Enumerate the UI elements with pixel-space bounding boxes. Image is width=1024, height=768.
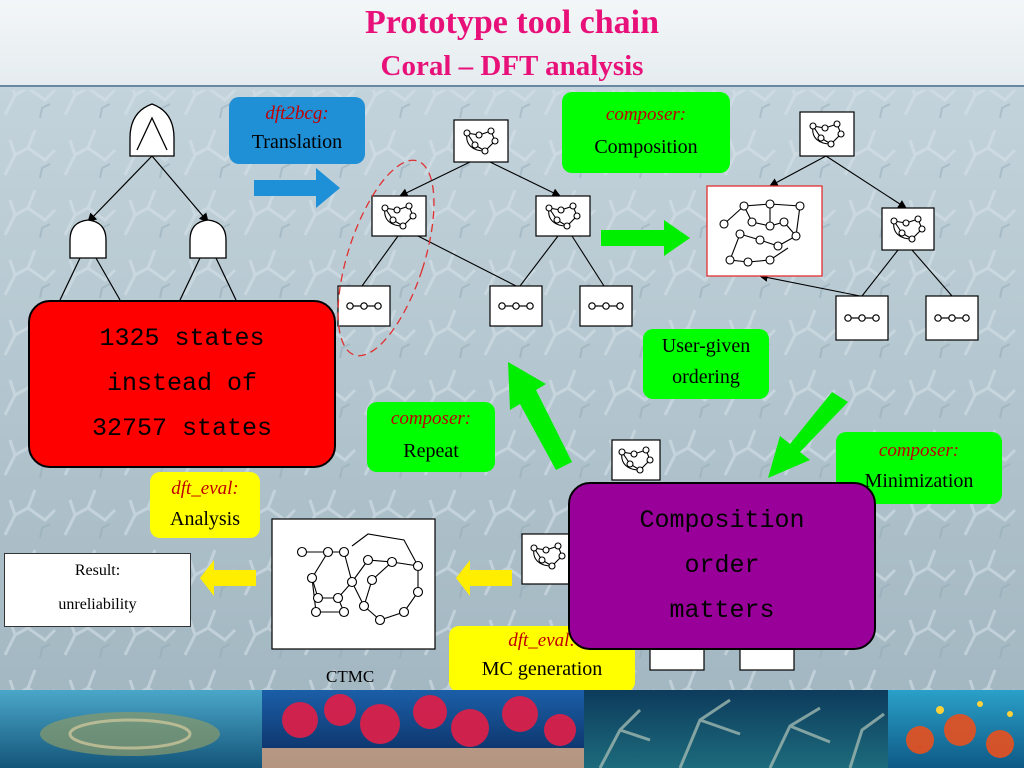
dft2bcg-task: Translation (251, 131, 343, 153)
composer-composition-tool: composer: (605, 104, 687, 125)
green-arrow-right (601, 220, 690, 256)
user-ordering-box: User-given ordering (643, 329, 769, 399)
ctmc-label: CTMC (326, 667, 375, 686)
dft-eval-analysis-box: dft_eval: Analysis (150, 472, 260, 538)
page-title: Prototype tool chain (364, 4, 659, 41)
composer-min-task: Minimization (864, 470, 974, 492)
blue-arrow (254, 168, 340, 208)
translated-tree (337, 119, 633, 357)
callout-red-line-3: 32757 states (91, 414, 273, 443)
fault-tree (59, 103, 237, 301)
dft-eval-analysis-task: Analysis (170, 508, 240, 530)
dft-eval-mc-task: MC generation (481, 658, 603, 680)
composer-repeat-box: composer: Repeat (367, 402, 495, 472)
photo-3 (584, 690, 888, 768)
page-subtitle: Coral – DFT analysis (380, 50, 644, 82)
callout-purple-line-1: Composition (639, 506, 805, 535)
dft2bcg-box: dft2bcg: Translation (229, 97, 365, 164)
composer-repeat-tool: composer: (390, 408, 472, 429)
callout-purple-line-2: order (684, 551, 760, 580)
coral-photo-strip (0, 690, 1024, 768)
minimized-tree (521, 439, 795, 671)
composition-order-callout: Composition order matters (568, 482, 876, 650)
composer-composition-box: composer: Composition (562, 92, 730, 173)
result-box: Result: unreliability (4, 553, 191, 627)
dft-eval-analysis-tool: dft_eval: (171, 478, 239, 499)
callout-red-line-2: instead of (106, 369, 258, 398)
yellow-arrow-left-1 (456, 560, 512, 596)
result-value: unreliability (58, 596, 137, 613)
dft-eval-mc-tool: dft_eval: (508, 630, 576, 651)
state-count-callout: 1325 states instead of 32757 states (28, 300, 336, 468)
callout-purple-line-3: matters (669, 596, 775, 625)
dft2bcg-tool: dft2bcg: (265, 103, 329, 124)
result-label: Result: (74, 562, 121, 579)
user-ordering-line1: User-given (661, 335, 751, 357)
composer-repeat-task: Repeat (403, 440, 459, 462)
composed-tree (706, 111, 979, 341)
green-arrow-up (508, 362, 572, 470)
yellow-arrow-left-2 (200, 560, 256, 596)
callout-red-line-1: 1325 states (99, 324, 265, 353)
ctmc-graph (271, 518, 436, 650)
composer-composition-task: Composition (594, 136, 698, 158)
composer-min-tool: composer: (878, 440, 960, 461)
user-ordering-line2: ordering (672, 366, 740, 388)
green-arrow-down (768, 392, 848, 478)
